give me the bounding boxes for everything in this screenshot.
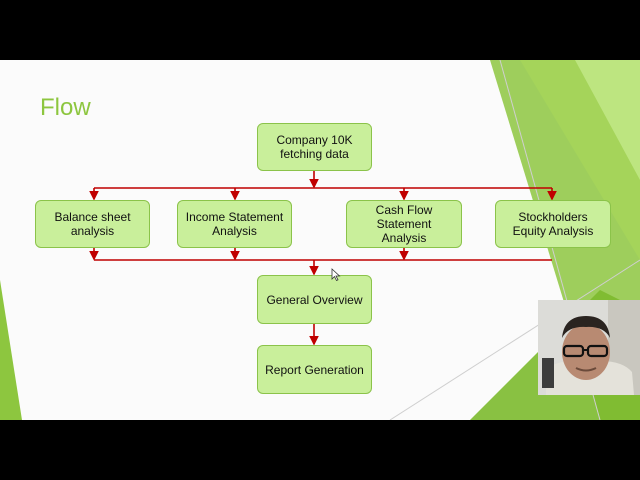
node-stockholders-equity: Stockholders Equity Analysis (495, 200, 611, 248)
mouse-pointer-icon (331, 268, 341, 282)
node-balance-sheet: Balance sheet analysis (35, 200, 150, 248)
webcam-overlay (538, 300, 640, 395)
node-company-10k: Company 10K fetching data (257, 123, 372, 171)
presentation-slide: Flow Company 10K fetching data Balance s… (0, 60, 640, 420)
decor-green-band-pale (575, 60, 640, 180)
node-income-statement: Income Statement Analysis (177, 200, 292, 248)
node-general-overview: General Overview (257, 275, 372, 324)
node-report-generation: Report Generation (257, 345, 372, 394)
decor-line-diagonal (389, 259, 640, 420)
diagram-connectors (89, 171, 557, 346)
slide-title: Flow (40, 94, 91, 121)
webcam-presenter-image (538, 300, 640, 395)
decor-green-sliver-left (0, 280, 22, 420)
node-cash-flow: Cash Flow Statement Analysis (346, 200, 462, 248)
